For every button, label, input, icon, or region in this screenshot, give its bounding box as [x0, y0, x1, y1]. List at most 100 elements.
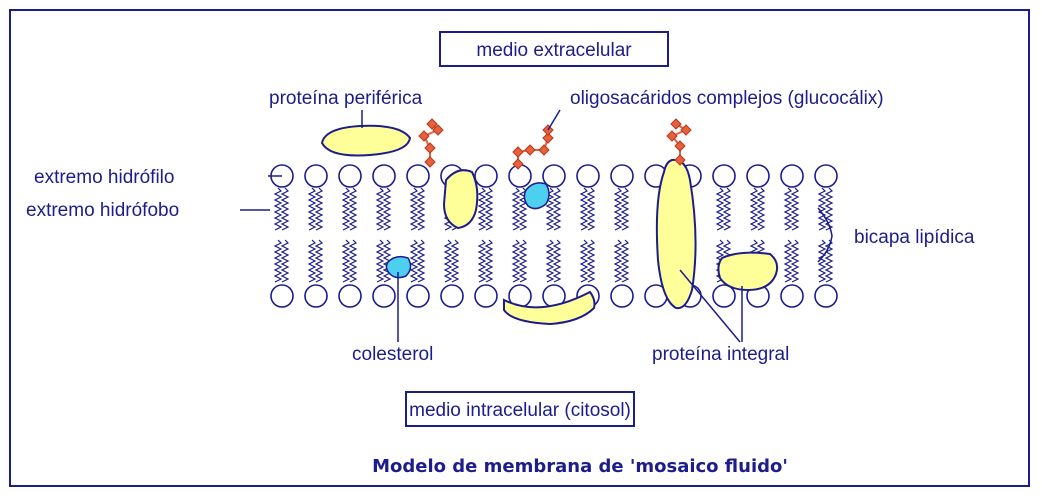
phospholipid-head [780, 284, 804, 308]
phospholipid-tail [409, 239, 419, 283]
phospholipid-tail [518, 187, 528, 231]
phospholipid-tail [722, 187, 732, 231]
phospholipid-tail [613, 239, 623, 283]
phospholipid-tail [307, 187, 317, 231]
phospholipid-tail [749, 187, 759, 231]
phospholipid-tail [280, 187, 290, 231]
integral-protein-tall [655, 158, 697, 310]
phospholipid-tail [715, 187, 725, 231]
phospholipid-tail [409, 187, 419, 231]
phospholipid-tail [817, 187, 827, 231]
phospholipid-tail [586, 187, 596, 231]
phospholipid-head [780, 164, 804, 188]
cholesterol-upper [523, 182, 550, 210]
phospholipid-tail [511, 187, 521, 231]
phospholipid-tail [314, 187, 324, 231]
peripheral-protein-top [320, 124, 412, 157]
pointer-lines [240, 109, 833, 343]
intracellular-box [405, 391, 635, 427]
phospholipid-head [406, 164, 430, 188]
phospholipid-head [406, 284, 430, 308]
sugar-unit [666, 130, 678, 142]
integral-protein-small [442, 169, 479, 230]
sugar-unit [680, 124, 692, 136]
phospholipid-tail [450, 239, 460, 283]
phospholipid-head [474, 164, 498, 188]
phospholipid-tail [273, 239, 283, 283]
peripheral-protein-label: proteína periférica [269, 88, 423, 109]
phospholipid-head [542, 164, 566, 188]
sugar-unit [674, 154, 686, 166]
phospholipid-tail [620, 239, 630, 283]
phospholipid-tail [756, 187, 766, 231]
phospholipid-tail [416, 187, 426, 231]
sugar-unit [524, 144, 536, 156]
phospholipid-head [440, 284, 464, 308]
phospholipid-tail [511, 239, 521, 283]
phospholipid-head [814, 164, 838, 188]
sugar-unit [542, 132, 554, 144]
intracellular-label: medio intracelular (citosol) [409, 400, 631, 421]
phospholipid-tail [341, 187, 351, 231]
phospholipid-tail [518, 239, 528, 283]
phospholipid-head [814, 284, 838, 308]
integral-protein-lower [717, 251, 779, 292]
cholesterol-lower [385, 255, 412, 279]
phospholipid-tail [375, 187, 385, 231]
phospholipid-tail [552, 239, 562, 283]
phospholipid-head [304, 284, 328, 308]
sugar-unit [538, 144, 550, 156]
phospholipid-tail [416, 239, 426, 283]
phospholipid-tail [314, 239, 324, 283]
phospholipid-tail [620, 187, 630, 231]
phospholipid-head [712, 284, 736, 308]
peripheral-protein-bottom [503, 290, 596, 326]
oligosaccharides-label: oligosacáridos complejos (glucocálix) [570, 88, 884, 109]
sugar-unit [424, 156, 436, 168]
phospholipid-head [474, 284, 498, 308]
phospholipid-tail [484, 187, 494, 231]
phospholipid-head [270, 284, 294, 308]
extracellular-label: medio extracelular [476, 40, 632, 61]
phospholipid-tail [579, 239, 589, 283]
hydrophobic-end-label: extremo hidrófobo [26, 200, 179, 221]
phospholipid-tail [477, 239, 487, 283]
sugar-unit [670, 118, 682, 130]
phospholipid-head [576, 164, 600, 188]
phospholipid-tail [783, 239, 793, 283]
phospholipid-head [508, 164, 532, 188]
phospholipid-tail [341, 239, 351, 283]
phospholipid-tail [783, 187, 793, 231]
phospholipid-tail [382, 187, 392, 231]
phospholipid-tail [817, 239, 827, 283]
phospholipid-tail [348, 187, 358, 231]
phospholipid-tail [552, 187, 562, 231]
extracellular-box [439, 31, 669, 67]
lipid-bilayer-label: bicapa lipídica [854, 227, 975, 248]
sugar-unit [512, 158, 524, 170]
phospholipid-tail [586, 239, 596, 283]
phospholipid-tail [790, 239, 800, 283]
phospholipid-head [712, 164, 736, 188]
diagram-title: Modelo de membrana de 'mosaico fluido' [372, 456, 788, 477]
phospholipid-tail [307, 239, 317, 283]
sugar-unit [424, 142, 436, 154]
phospholipid-tail [545, 239, 555, 283]
oligosaccharide-chains [418, 118, 692, 170]
sugar-unit [674, 140, 686, 152]
sugar-unit [432, 124, 444, 136]
hydrophilic-end-label: extremo hidrófilo [34, 167, 174, 188]
phospholipid-tail [477, 187, 487, 231]
sugar-unit [426, 118, 438, 130]
phospholipid-head [304, 164, 328, 188]
phospholipid-head [372, 284, 396, 308]
diagram-frame [9, 9, 1030, 487]
phospholipid-tail [375, 239, 385, 283]
cholesterol-label: colesterol [352, 344, 433, 365]
phospholipid-head [372, 164, 396, 188]
sugar-unit [512, 146, 524, 158]
phospholipid-tail [579, 187, 589, 231]
phospholipid-tail [348, 239, 358, 283]
